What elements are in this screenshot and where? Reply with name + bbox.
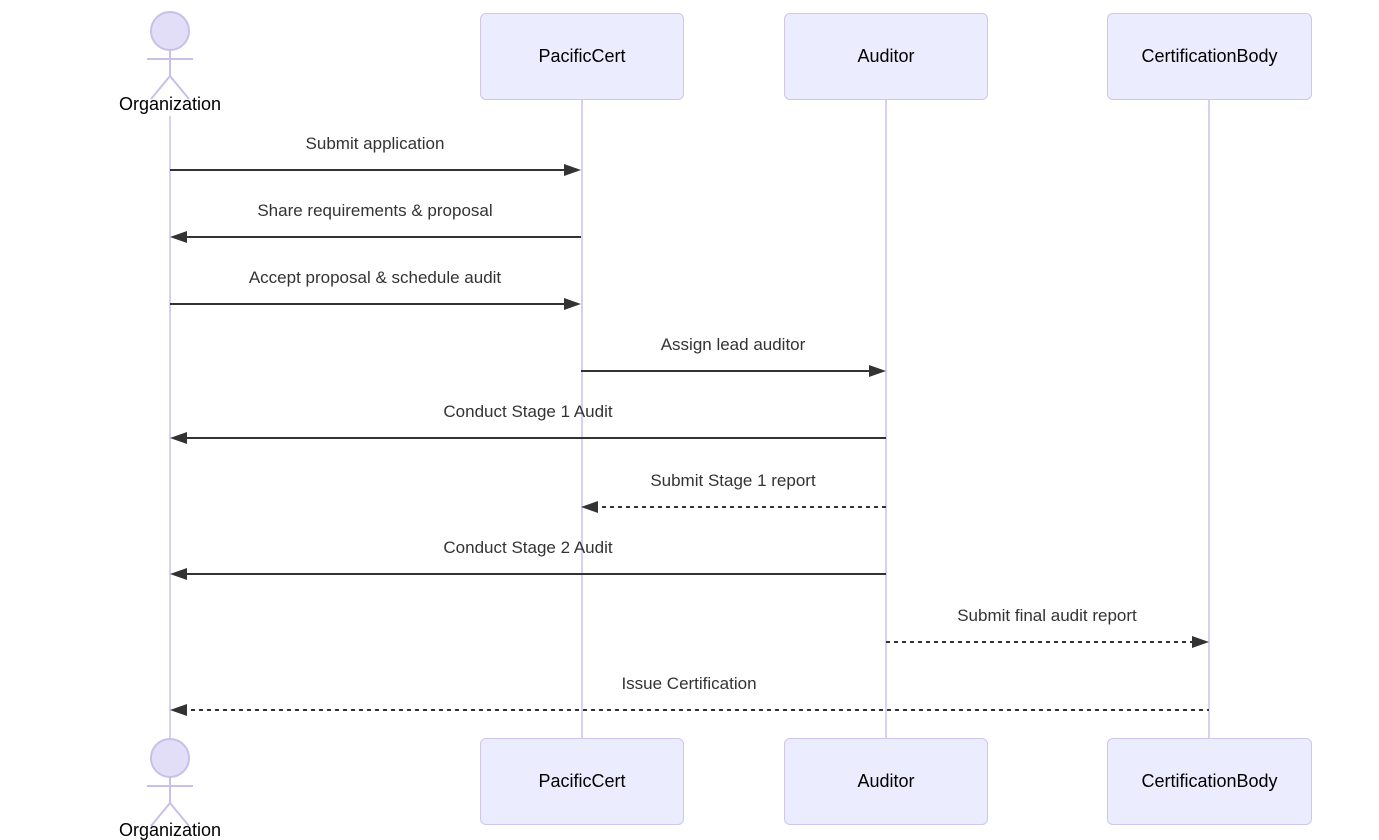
message-arrow-left <box>581 501 886 513</box>
arrowhead-icon <box>1192 636 1209 648</box>
message-arrow-left <box>170 432 886 444</box>
arrow-line <box>183 236 581 238</box>
lifeline-certificationbody <box>1208 100 1210 738</box>
arrow-line <box>594 506 886 508</box>
actor-label-organization-top: Organization <box>118 94 222 114</box>
arrowhead-icon <box>581 501 598 513</box>
message-label: Share requirements & proposal <box>257 201 493 220</box>
participant-box-certificationbody-top: CertificationBody <box>1107 13 1312 100</box>
message-arrow-right <box>170 164 581 176</box>
message-label: Assign lead auditor <box>660 335 806 354</box>
message-arrow-left <box>170 231 581 243</box>
arrow-line <box>886 641 1196 643</box>
message-label: Submit Stage 1 report <box>650 471 816 490</box>
message-label: Submit application <box>305 134 445 153</box>
message-label: Submit final audit report <box>957 606 1137 625</box>
message-label: Conduct Stage 2 Audit <box>443 538 613 557</box>
participant-box-certificationbody-bottom: CertificationBody <box>1107 738 1312 825</box>
arrow-line <box>183 709 1209 711</box>
arrowhead-icon <box>869 365 886 377</box>
participant-box-pacificcert-top: PacificCert <box>480 13 684 100</box>
arrow-line <box>170 169 568 171</box>
actor-label-organization-bottom: Organization <box>118 820 222 840</box>
message-arrow-right <box>170 298 581 310</box>
participant-box-auditor-top: Auditor <box>784 13 988 100</box>
arrowhead-icon <box>564 164 581 176</box>
arrowhead-icon <box>564 298 581 310</box>
arrowhead-icon <box>170 704 187 716</box>
message-label: Issue Certification <box>621 674 757 693</box>
message-arrow-left <box>170 568 886 580</box>
arrow-line <box>581 370 873 372</box>
actor-stick-figure-icon <box>147 738 193 827</box>
arrow-line <box>183 437 886 439</box>
arrow-line <box>183 573 886 575</box>
message-arrow-left <box>170 704 1209 716</box>
lifeline-auditor <box>885 100 887 738</box>
actor-stick-figure-icon <box>147 11 193 100</box>
message-arrow-right <box>581 365 886 377</box>
lifeline-organization <box>169 116 171 738</box>
arrowhead-icon <box>170 568 187 580</box>
arrowhead-icon <box>170 432 187 444</box>
lifeline-pacificcert <box>581 100 583 738</box>
participant-box-auditor-bottom: Auditor <box>784 738 988 825</box>
participant-box-pacificcert-bottom: PacificCert <box>480 738 684 825</box>
message-arrow-right <box>886 636 1209 648</box>
message-label: Accept proposal & schedule audit <box>248 268 502 287</box>
arrowhead-icon <box>170 231 187 243</box>
message-label: Conduct Stage 1 Audit <box>443 402 613 421</box>
arrow-line <box>170 303 568 305</box>
